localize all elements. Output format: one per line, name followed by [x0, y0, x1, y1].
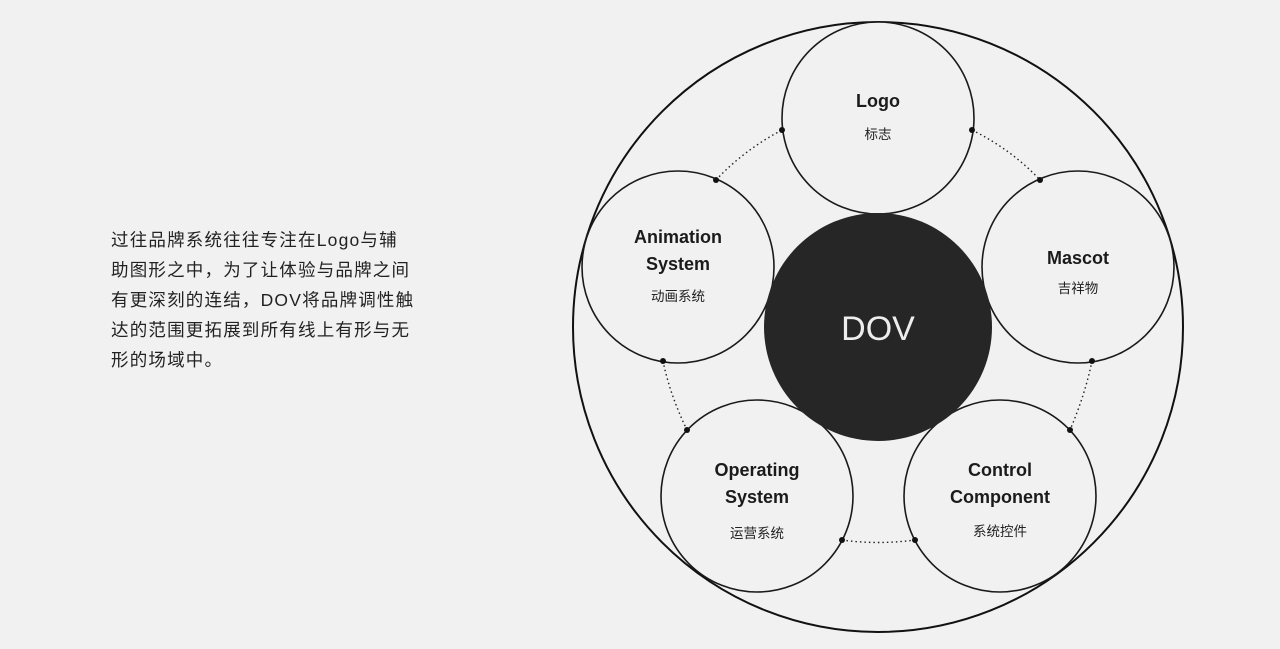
intro-line: 助图形之中，为了让体验与品牌之间	[111, 260, 411, 280]
connector-mascot-control	[1069, 360, 1093, 431]
node-logo: Logo 标志	[781, 21, 975, 215]
core-label: DOV	[841, 310, 915, 348]
node-logo-subtitle: 标志	[865, 127, 892, 142]
connector-operating-animation	[662, 360, 688, 431]
node-animation-subtitle: 动画系统	[651, 289, 705, 304]
node-operating-subtitle: 运营系统	[730, 526, 784, 541]
node-animation-title-line2: System	[646, 254, 710, 274]
node-control-component: Control Component 系统控件	[903, 399, 1097, 593]
intro-line: 有更深刻的连结，DOV将品牌调性触	[111, 290, 415, 310]
node-mascot-subtitle: 吉祥物	[1058, 281, 1099, 296]
node-operating-title-line2: System	[725, 487, 789, 507]
node-control-title-line1: Control	[968, 460, 1032, 480]
intro-line: 形的场域中。	[111, 350, 224, 370]
connectors	[662, 129, 1093, 544]
connector-control-operating	[841, 539, 916, 544]
node-animation-system: Animation System 动画系统	[581, 170, 775, 364]
intro-line: 过往品牌系统往往专注在Logo与辅	[111, 230, 398, 250]
node-control-title-line2: Component	[950, 487, 1050, 507]
intro-line: 达的范围更拓展到所有线上有形与无	[111, 320, 411, 340]
intro-paragraph: 过往品牌系统往往专注在Logo与辅 助图形之中，为了让体验与品牌之间 有更深刻的…	[111, 225, 456, 375]
node-operating-title-line1: Operating	[714, 460, 799, 480]
node-control-subtitle: 系统控件	[973, 524, 1027, 539]
core-node: DOV	[764, 213, 992, 441]
node-operating-system: Operating System 运营系统	[660, 399, 854, 593]
node-animation-title-line1: Animation	[634, 227, 722, 247]
node-logo-title: Logo	[856, 91, 900, 111]
connector-dots	[660, 127, 1095, 543]
node-mascot-title: Mascot	[1047, 248, 1109, 268]
node-mascot: Mascot 吉祥物	[981, 170, 1175, 364]
connector-animation-logo	[715, 129, 783, 181]
connector-logo-mascot	[971, 129, 1041, 181]
